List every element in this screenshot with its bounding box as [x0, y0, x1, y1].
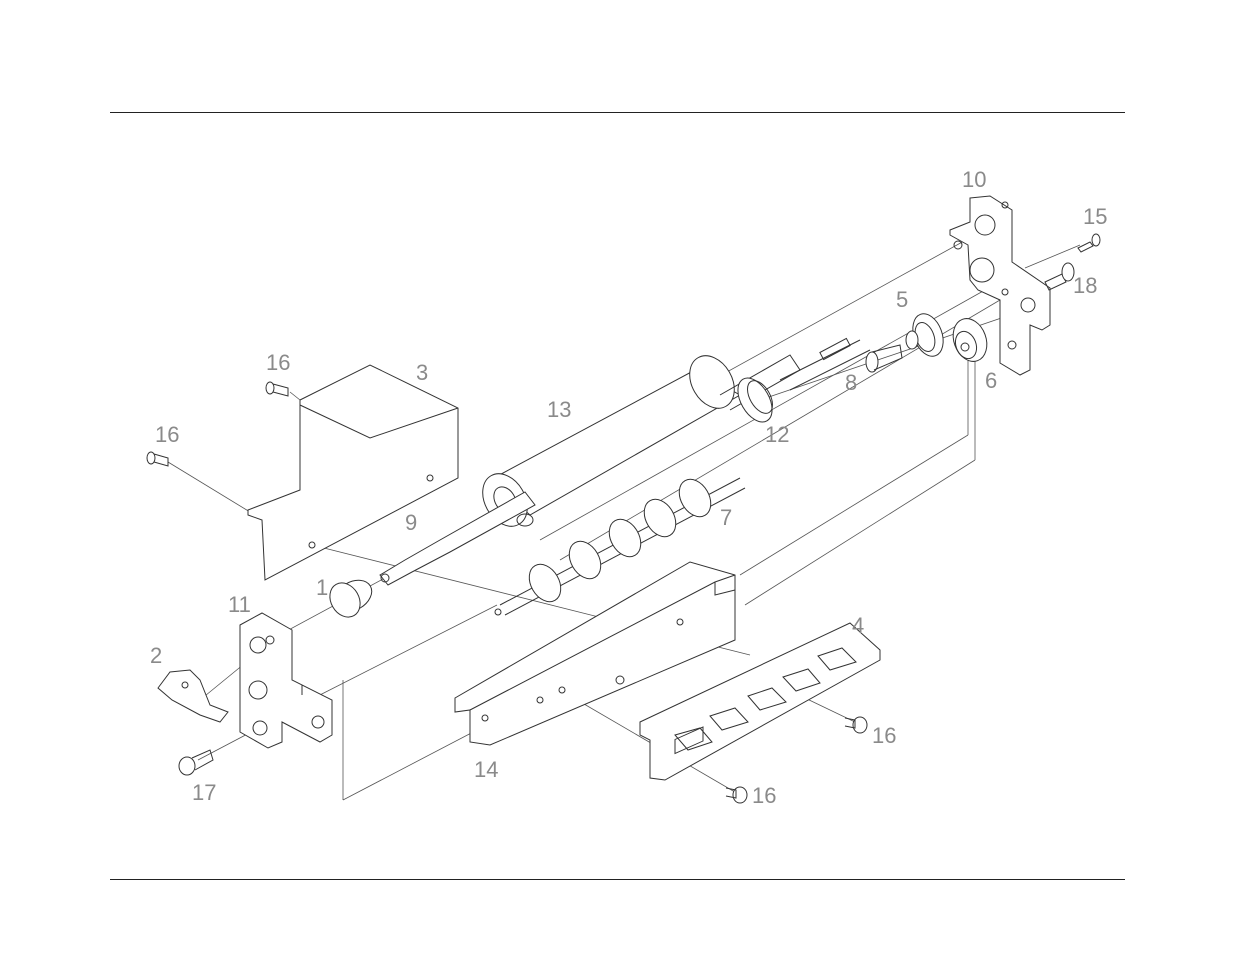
label-5: 5	[896, 287, 908, 312]
part-5-gear	[906, 310, 949, 361]
part-16-screw-c	[845, 717, 867, 733]
part-16-screw-d	[726, 787, 747, 803]
part-18-screw	[1045, 263, 1074, 290]
label-16a: 16	[266, 350, 290, 375]
part-8-pin	[866, 345, 902, 372]
label-12: 12	[765, 422, 789, 447]
label-11: 11	[228, 592, 251, 617]
label-16c: 16	[872, 723, 896, 748]
part-11-left-plate	[240, 613, 332, 748]
label-2: 2	[150, 643, 162, 668]
part-15-screw	[1078, 234, 1100, 252]
label-17: 17	[192, 780, 216, 805]
label-3: 3	[416, 360, 428, 385]
label-7: 7	[720, 505, 732, 530]
part-16-screw-a	[266, 382, 288, 396]
label-14: 14	[474, 757, 498, 782]
part-16-screw-b	[147, 452, 168, 466]
label-9: 9	[405, 510, 417, 535]
label-16d: 16	[752, 783, 776, 808]
label-4: 4	[852, 613, 864, 638]
label-8: 8	[845, 370, 857, 395]
part-2-lever	[158, 670, 228, 722]
label-15: 15	[1083, 204, 1107, 229]
part-17-screw	[179, 750, 213, 775]
label-6: 6	[985, 368, 997, 393]
label-13: 13	[547, 397, 571, 422]
label-10: 10	[962, 167, 986, 192]
part-1-bushing	[324, 574, 377, 623]
label-1: 1	[316, 575, 328, 600]
part-6-gear	[947, 314, 992, 366]
label-16b: 16	[155, 422, 179, 447]
label-18: 18	[1073, 273, 1097, 298]
